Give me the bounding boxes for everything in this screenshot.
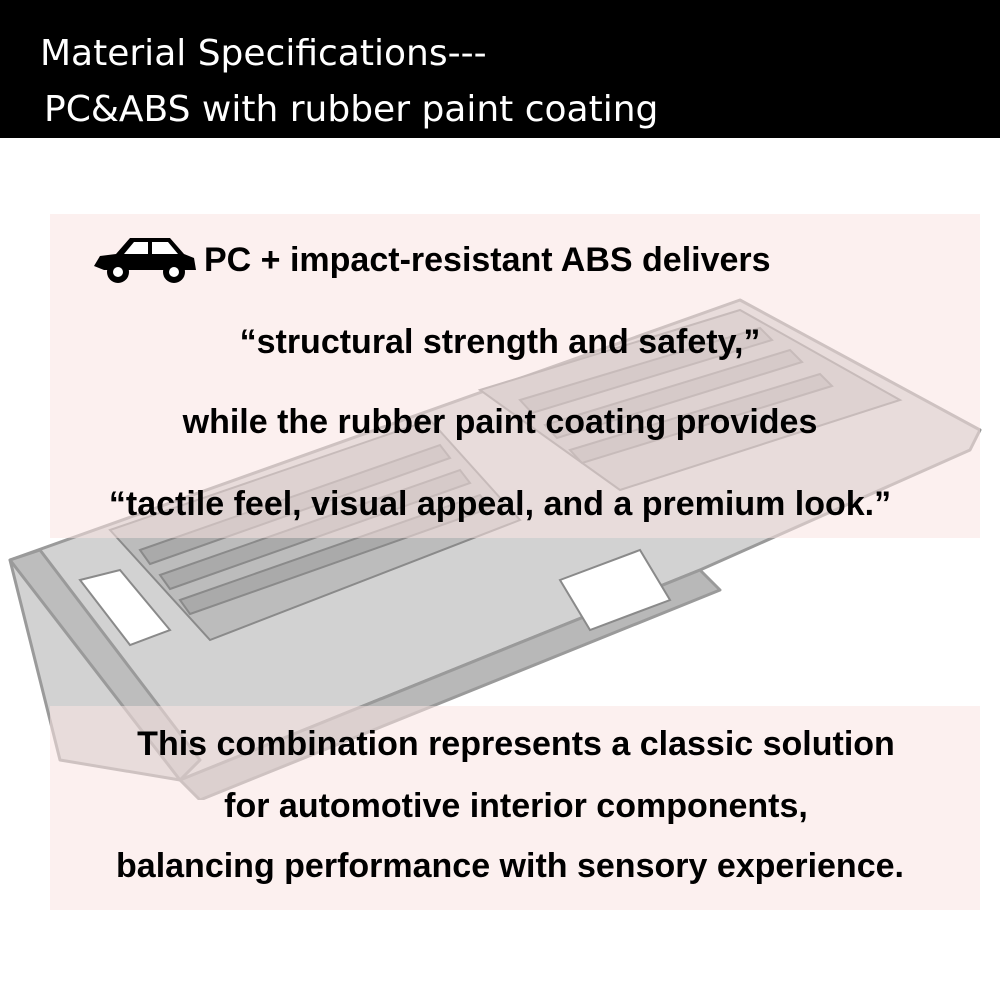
car-icon [94,238,196,283]
bottom-text-panel [50,706,980,910]
top-line-1: PC + impact-resistant ABS delivers [204,241,771,279]
top-line-3: while the rubber paint coating provides [182,403,818,441]
header-subtitle: PC&ABS with rubber paint coating [44,89,659,130]
header-banner: Material Specifications--- PC&ABS with r… [0,0,1000,138]
header-title: Material Specifications--- [40,33,487,74]
top-text-panel [50,214,980,538]
bottom-line-2: for automotive interior components, [224,787,808,825]
bottom-line-1: This combination represents a classic so… [137,725,895,763]
bottom-line-3: balancing performance with sensory exper… [116,847,904,885]
top-line-4: “tactile feel, visual appeal, and a prem… [108,485,892,523]
top-line-2: “structural strength and safety,” [239,323,761,361]
